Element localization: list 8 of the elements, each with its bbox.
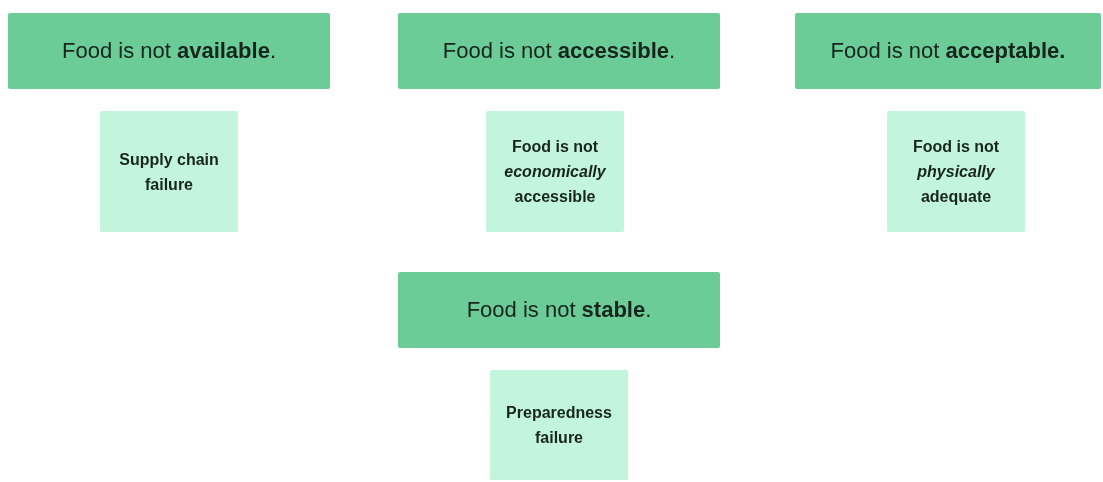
category-card: Food is not available. xyxy=(8,13,330,89)
sticky-note: Supply chain failure xyxy=(100,111,238,232)
sticky-note: Food is not physically adequate xyxy=(887,111,1025,232)
sticky-note: Food is not economically accessible xyxy=(486,111,624,232)
sticky-note: Preparedness failure xyxy=(490,370,628,480)
category-card: Food is not stable. xyxy=(398,272,720,348)
category-card: Food is not acceptable. xyxy=(795,13,1101,89)
category-card: Food is not accessible. xyxy=(398,13,720,89)
